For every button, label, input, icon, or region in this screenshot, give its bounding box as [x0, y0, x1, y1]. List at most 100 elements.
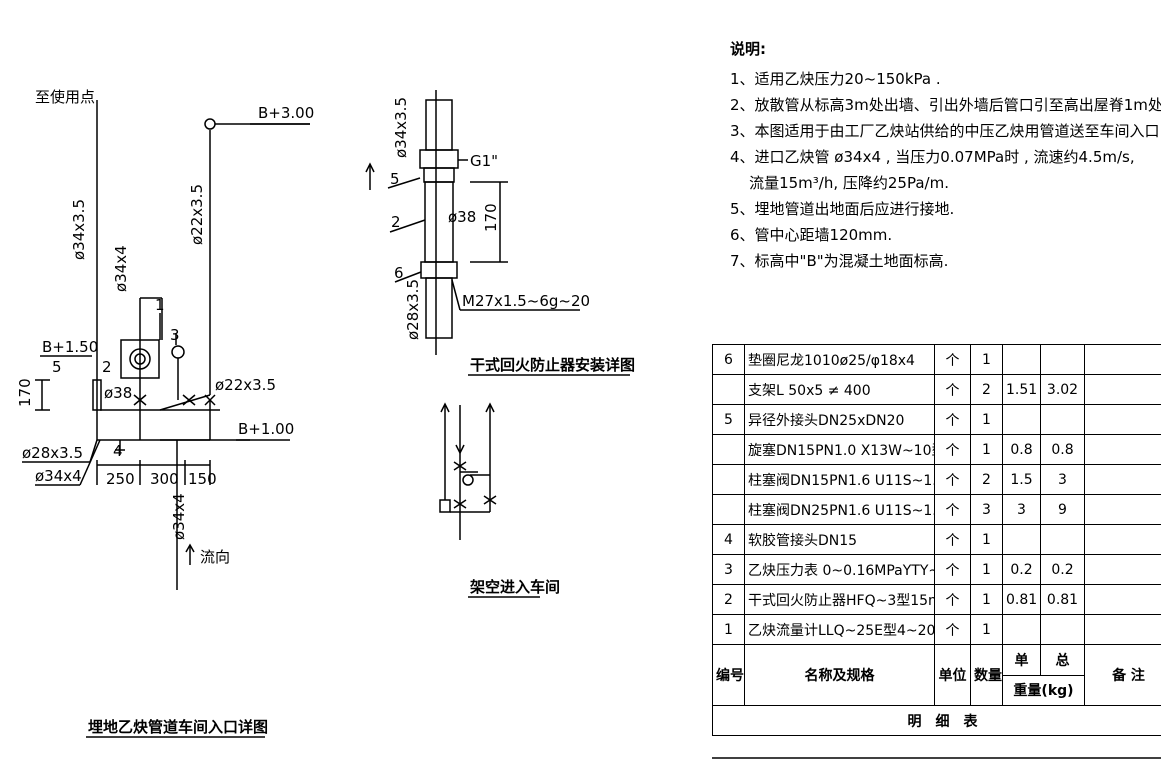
- hdr-weight: 重量(kg): [1002, 674, 1085, 706]
- bom-cell-remark: [1084, 374, 1161, 405]
- bom-cell-total_w: 3.02: [1040, 374, 1085, 405]
- bom-cell-unit_w: 1.51: [1002, 374, 1041, 405]
- dim-150: 150: [188, 470, 217, 488]
- label-mid-item-2: 2: [391, 213, 401, 231]
- label-g1: G1": [470, 152, 499, 170]
- table-row: 柱塞阀DN25PN1.6 U11S~1.6型个339: [712, 494, 1161, 525]
- label-mid-pipe-bottom: ø28x3.5: [404, 279, 422, 340]
- bom-cell-remark: [1084, 464, 1161, 495]
- bom-cell-no: [712, 434, 745, 465]
- bom-cell-name: 支架L 50x5 ≠ 400: [744, 374, 935, 405]
- label-flow: 流向: [200, 548, 231, 566]
- label-item-1: 1: [155, 296, 165, 314]
- label-mid-170: 170: [482, 203, 500, 232]
- hdr-unit: 单位: [934, 644, 971, 706]
- notes-block: 说明: 1、适用乙炔压力20~150kPa . 2、放散管从标高3m处出墙、引出…: [730, 36, 1161, 274]
- hdr-single: 单: [1002, 644, 1041, 676]
- bom-cell-remark: [1084, 344, 1161, 375]
- bom-cell-unit: 个: [934, 464, 971, 495]
- bom-cell-unit: 个: [934, 524, 971, 555]
- bom-cell-total_w: [1040, 614, 1085, 645]
- note-line-4: 4、进口乙炔管 ø34x4 , 当压力0.07MPa时 , 流速约4.5m/s,: [730, 148, 1135, 166]
- label-mid-item-6: 6: [394, 264, 404, 282]
- bom-cell-name: 垫圈尼龙1010ø25/φ18x4: [744, 344, 935, 375]
- bom-cell-remark: [1084, 584, 1161, 615]
- label-pipe-vent: ø22x3.5: [188, 184, 206, 245]
- bom-cell-remark: [1084, 434, 1161, 465]
- bom-cell-unit: 个: [934, 554, 971, 585]
- label-pipe-22-right: ø22x3.5: [215, 376, 276, 394]
- note-line-5: 流量15m³/h, 压降约25Pa/m.: [730, 174, 949, 192]
- bom-cell-total_w: 0.2: [1040, 554, 1085, 585]
- title-left-drawing: 埋地乙炔管道车间入口详图: [88, 718, 269, 736]
- bom-cell-unit_w: [1002, 614, 1041, 645]
- dim-300: 300: [150, 470, 179, 488]
- bom-cell-name: 柱塞阀DN25PN1.6 U11S~1.6型: [744, 494, 935, 525]
- note-line-1: 1、适用乙炔压力20~150kPa .: [730, 70, 941, 88]
- bom-cell-name: 乙炔流量计LLQ~25E型4~20m³/h: [744, 614, 935, 645]
- label-pipe-main: ø34x3.5: [70, 199, 88, 260]
- bom-cell-unit_w: 3: [1002, 494, 1041, 525]
- hdr-total: 总: [1040, 644, 1085, 676]
- bom-cell-no: [712, 494, 745, 525]
- bom-cell-remark: [1084, 524, 1161, 555]
- bom-header-row: 编号 名称及规格 单位 数量 单 总 备 注: [712, 644, 1161, 706]
- bom-cell-unit: 个: [934, 404, 971, 435]
- label-pipe-28: ø28x3.5: [22, 444, 83, 462]
- bom-cell-unit_w: [1002, 344, 1041, 375]
- label-mid-d38: ø38: [448, 208, 477, 226]
- bom-cell-qty: 2: [970, 374, 1003, 405]
- label-item-3: 3: [170, 326, 180, 344]
- bom-cell-total_w: 9: [1040, 494, 1085, 525]
- label-item-4: 4: [113, 442, 123, 460]
- hdr-no: 编号: [712, 644, 745, 706]
- bom-cell-remark: [1084, 554, 1161, 585]
- bom-cell-unit_w: 0.2: [1002, 554, 1041, 585]
- bom-cell-qty: 1: [970, 584, 1003, 615]
- title-overhead: 架空进入车间: [470, 578, 561, 596]
- bom-cell-qty: 1: [970, 614, 1003, 645]
- bom-cell-total_w: 0.81: [1040, 584, 1085, 615]
- bom-cell-unit: 个: [934, 614, 971, 645]
- bom-cell-unit_w: [1002, 524, 1041, 555]
- dim-250: 250: [106, 470, 135, 488]
- bom-caption: 明 细 表: [712, 705, 1161, 736]
- bom-cell-no: 4: [712, 524, 745, 555]
- bom-cell-qty: 1: [970, 524, 1003, 555]
- label-elev-100: B+1.00: [238, 420, 295, 438]
- bom-cell-total_w: [1040, 344, 1085, 375]
- bom-cell-no: [712, 374, 745, 405]
- label-pipe-34x4-v: ø34x4: [112, 245, 130, 292]
- label-d38: ø38: [104, 384, 133, 402]
- bom-cell-qty: 1: [970, 434, 1003, 465]
- bom-cell-total_w: [1040, 524, 1085, 555]
- bom-cell-qty: 1: [970, 344, 1003, 375]
- bom-cell-total_w: [1040, 404, 1085, 435]
- label-elev-top: B+3.00: [258, 104, 315, 122]
- note-line-7: 6、管中心距墙120mm.: [730, 226, 893, 244]
- bom-cell-total_w: 3: [1040, 464, 1085, 495]
- label-item-5: 5: [52, 358, 62, 376]
- title-mid-drawing: 干式回火防止器安装详图: [470, 356, 636, 374]
- bom-cell-name: 乙炔压力表 0~0.16MPaYTY~60型: [744, 554, 935, 585]
- bom-cell-unit: 个: [934, 374, 971, 405]
- bom-cell-unit: 个: [934, 584, 971, 615]
- note-line-8: 7、标高中"B"为混凝土地面标高.: [730, 252, 949, 270]
- bom-cell-unit: 个: [934, 494, 971, 525]
- note-line-3: 3、本图适用于由工厂乙炔站供给的中压乙炔用管道送至车间入口.: [730, 122, 1161, 140]
- bom-cell-no: 6: [712, 344, 745, 375]
- bom-cell-name: 异径外接头DN25xDN20: [744, 404, 935, 435]
- bom-cell-no: 1: [712, 614, 745, 645]
- note-line-6: 5、埋地管道出地面后应进行接地.: [730, 200, 955, 218]
- label-elev-150: B+1.50: [42, 338, 99, 356]
- bom-cell-name: 柱塞阀DN15PN1.6 U11S~1.6型: [744, 464, 935, 495]
- label-thread: M27x1.5~6g~20: [462, 292, 591, 310]
